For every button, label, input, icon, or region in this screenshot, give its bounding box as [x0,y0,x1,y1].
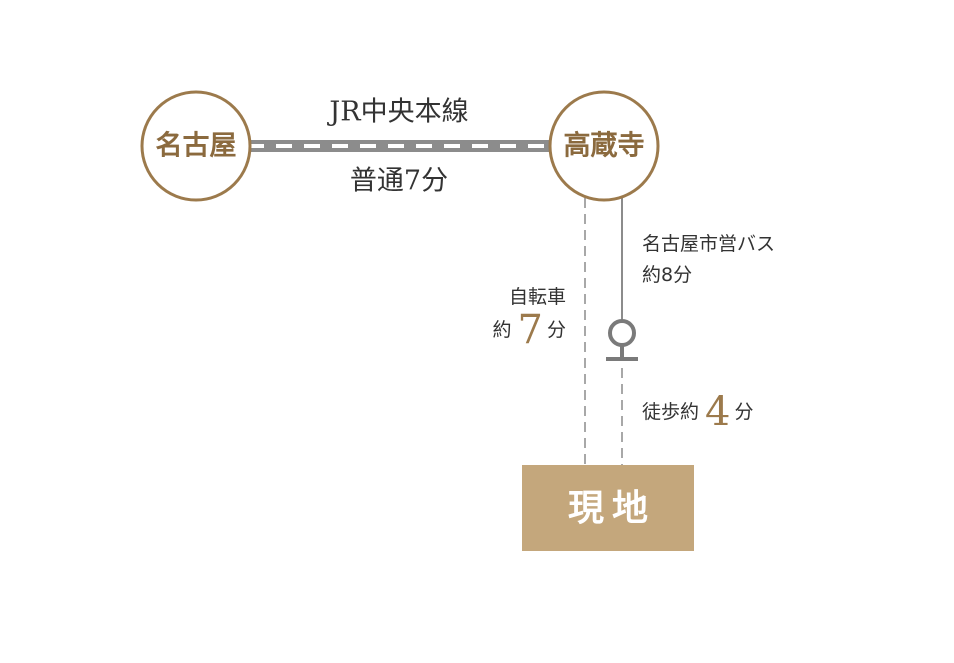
bike-time-prefix: 約 [493,319,512,341]
walk-time-prefix: 徒歩約 [642,401,699,423]
bus-title: 名古屋市営バス [642,233,775,255]
bus-time: 約8分 [642,264,692,286]
walk-time-unit: 分 [734,401,753,423]
station-kozoji-label: 高蔵寺 [564,130,645,162]
bike-time-unit: 分 [547,319,566,341]
destination-label: 現地 [568,487,656,529]
rail-line-name: JR中央本線 [326,97,468,128]
station-nagoya-label: 名古屋 [156,130,237,162]
rail-line [245,140,555,152]
station-nagoya-circle [140,90,252,202]
rail-service-time: 普通7分 [350,166,448,197]
bike-time-minutes: 7 [518,307,543,353]
station-nagoya: 名古屋 [140,90,252,202]
bike-title: 自転車 [509,286,566,308]
bus-stop-icon [606,319,638,361]
station-kozoji-circle [548,90,660,202]
destination-box-fill [522,465,694,551]
station-kozoji: 高蔵寺 [548,90,660,202]
walk-time-minutes: 4 [705,389,730,435]
destination-box: 現地 [522,465,694,551]
